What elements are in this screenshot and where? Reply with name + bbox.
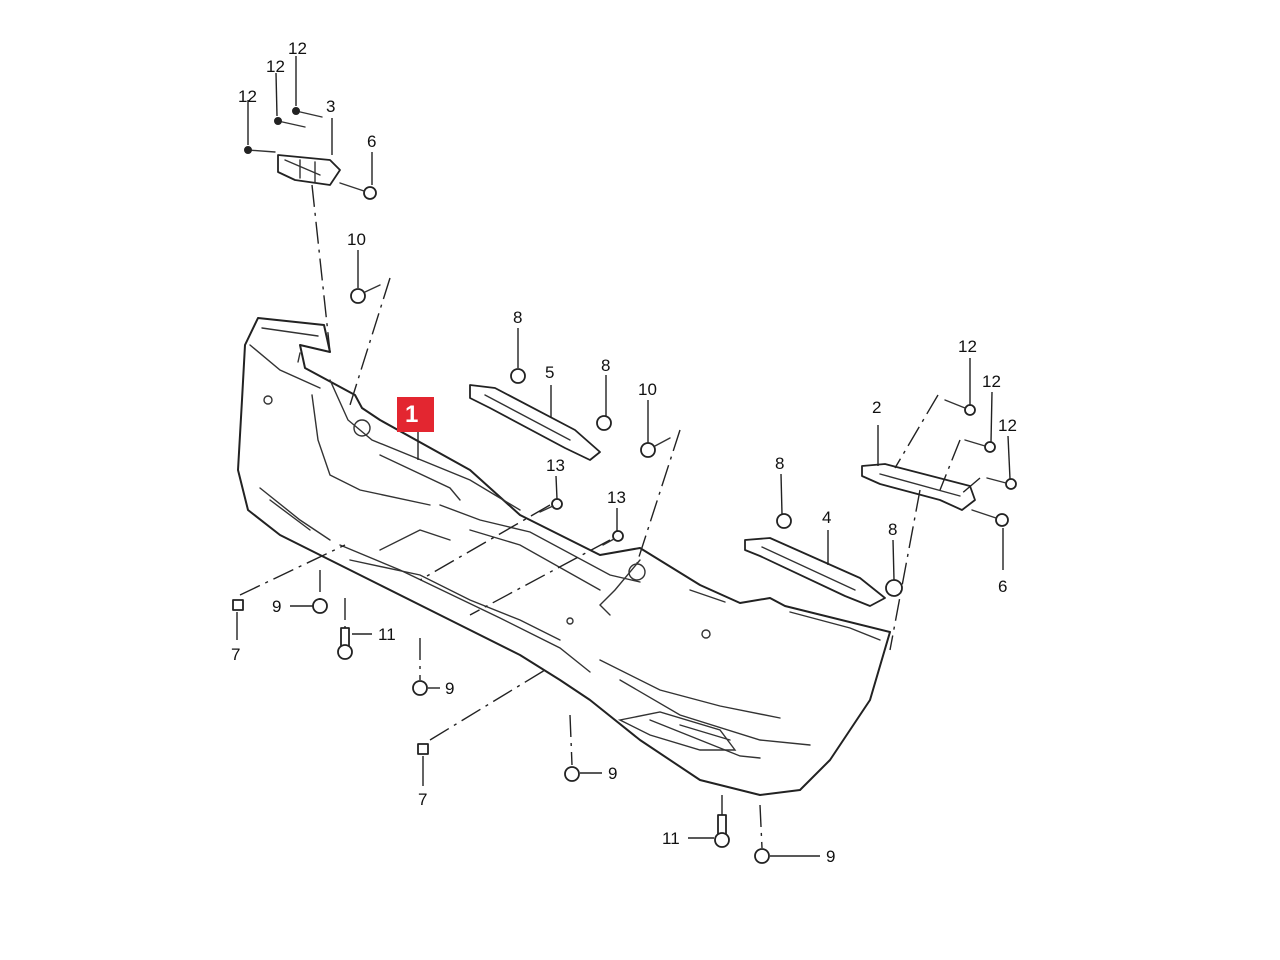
label-9: 9	[445, 679, 454, 698]
label-8: 8	[888, 520, 897, 539]
bracket-5	[469, 384, 601, 461]
label-12: 12	[266, 57, 285, 76]
callout-1-label: 1	[405, 401, 418, 428]
label-10: 10	[638, 380, 657, 399]
label-10: 10	[347, 230, 366, 249]
label-13: 13	[546, 456, 565, 475]
bracket-3	[277, 154, 341, 186]
callout-1-box	[397, 397, 434, 432]
label-8: 8	[513, 308, 522, 327]
label-11: 11	[378, 625, 396, 644]
leader-lines	[236, 56, 1011, 857]
bracket-2	[861, 463, 976, 511]
label-9: 9	[826, 847, 835, 866]
label-12: 12	[958, 337, 977, 356]
bracket-4	[744, 537, 886, 607]
label-8: 8	[601, 356, 610, 375]
label-9: 9	[608, 764, 617, 783]
label-4: 4	[822, 508, 831, 527]
label-7: 7	[418, 790, 427, 809]
label-12: 12	[998, 416, 1017, 435]
label-12: 12	[288, 39, 307, 58]
part-labels: 12 12 12 3 6 10 8 5 8 10 13 13 8 4 8 2 1…	[231, 39, 1017, 866]
bumper-cover	[237, 317, 891, 796]
label-9: 9	[272, 597, 281, 616]
label-7: 7	[231, 645, 240, 664]
label-6: 6	[367, 132, 376, 151]
label-2: 2	[872, 398, 881, 417]
label-8: 8	[775, 454, 784, 473]
label-11: 11	[662, 829, 680, 848]
label-6: 6	[998, 577, 1007, 596]
label-12: 12	[238, 87, 257, 106]
label-12: 12	[982, 372, 1001, 391]
label-5: 5	[545, 363, 554, 382]
label-3: 3	[326, 97, 335, 116]
label-13: 13	[607, 488, 626, 507]
